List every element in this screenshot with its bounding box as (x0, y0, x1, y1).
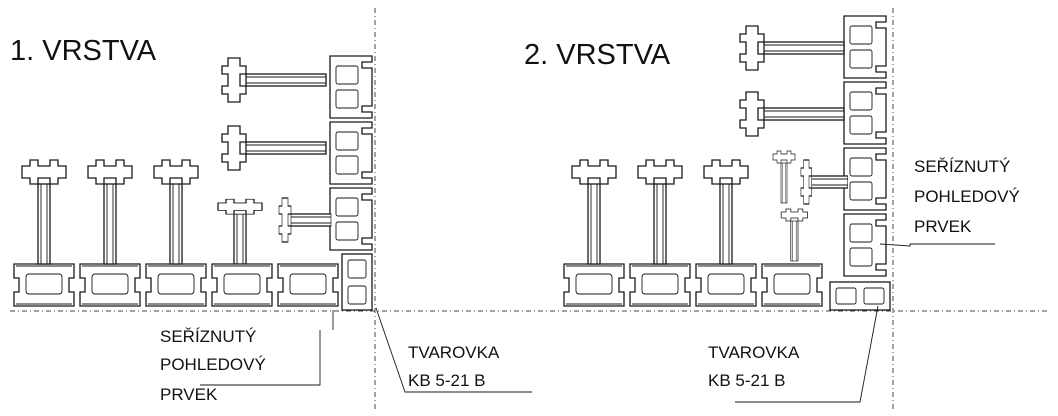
layer1-label-block-line1: TVAROVKA (408, 343, 500, 362)
layer1-face-row (13, 263, 339, 307)
layer1-anchors-vertical (21, 159, 263, 265)
layer1-label-cut-line3: PRVEK (160, 385, 218, 404)
layer2-label-block-line1: TVAROVKA (708, 343, 800, 362)
layer2-drawing: 2. VRSTVA (524, 8, 1020, 412)
layer1-drawing: 1. VRSTVA (10, 8, 1050, 412)
layer1-label-cut-line2: POHLEDOVÝ (160, 355, 266, 374)
layer1-corner-block (341, 253, 373, 311)
layer1-label-block-line2: KB 5-21 B (408, 371, 486, 390)
layer1-wall-column (329, 55, 373, 251)
layer1-label-cut-line1: SEŘÍZNUTÝ (160, 327, 256, 346)
layer2-leader-cut (879, 243, 995, 247)
layer2-label-block-line2: KB 5-21 B (708, 371, 786, 390)
layer2-label-block: TVAROVKA KB 5-21 B (708, 343, 800, 390)
layer1-leader-cut-2 (200, 330, 321, 386)
layer2-label-cut: SEŘÍZNUTÝ POHLEDOVÝ PRVEK (914, 157, 1020, 236)
layer2-face-row (563, 263, 823, 307)
layer1-label-cut: SEŘÍZNUTÝ POHLEDOVÝ PRVEK (160, 327, 266, 404)
layer1-leader-block (375, 307, 532, 393)
layer2-leader-block (735, 305, 879, 403)
layer2-label-cut-line3: PRVEK (914, 217, 972, 236)
layer2-label-cut-line2: POHLEDOVÝ (914, 187, 1020, 206)
layer2-title: 2. VRSTVA (524, 39, 671, 71)
layer2-anchors-vertical (571, 150, 808, 265)
layer1-label-block: TVAROVKA KB 5-21 B (408, 343, 500, 390)
layer2-anchors-horizontal (739, 25, 849, 205)
layer2-wall-column (843, 15, 887, 277)
layer2-label-cut-line1: SEŘÍZNUTÝ (914, 157, 1010, 176)
layer1-title: 1. VRSTVA (10, 35, 157, 67)
layer2-corner-block (829, 281, 891, 311)
